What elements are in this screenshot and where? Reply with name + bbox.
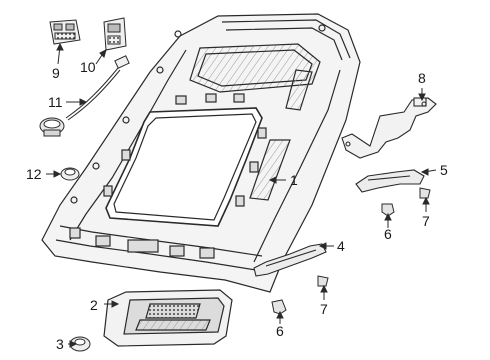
callout-2: 2 bbox=[90, 297, 98, 313]
callout-9: 9 bbox=[52, 65, 60, 81]
sun-visor-part bbox=[103, 289, 233, 347]
callout-6-lower: 6 bbox=[276, 323, 284, 339]
visor-clip-part bbox=[69, 336, 91, 352]
callout-3: 3 bbox=[56, 336, 64, 352]
callout-4: 4 bbox=[337, 238, 345, 254]
clip-6-lower bbox=[271, 299, 287, 315]
clip-6-upper bbox=[381, 203, 395, 217]
dome-lamp-part bbox=[49, 19, 81, 45]
callout-5: 5 bbox=[440, 162, 448, 178]
map-lamp-part bbox=[103, 17, 127, 51]
callout-12: 12 bbox=[26, 166, 42, 182]
clip-part bbox=[60, 167, 80, 181]
callout-6-upper: 6 bbox=[384, 226, 392, 242]
clip-7-lower bbox=[317, 275, 329, 287]
callout-7-upper: 7 bbox=[422, 213, 430, 229]
grab-handle-lower-part bbox=[253, 243, 327, 277]
clip-7-upper bbox=[419, 187, 431, 199]
callout-8: 8 bbox=[418, 70, 426, 86]
headliner-part bbox=[41, 13, 361, 293]
callout-7-lower: 7 bbox=[320, 301, 328, 317]
grab-handle-upper-part bbox=[355, 169, 425, 193]
leader-lines bbox=[46, 42, 437, 348]
callout-10: 10 bbox=[80, 59, 96, 75]
wiring-harness-part bbox=[39, 55, 130, 137]
callout-11: 11 bbox=[48, 94, 63, 110]
callout-1: 1 bbox=[290, 172, 298, 188]
bracket-part bbox=[341, 97, 437, 159]
